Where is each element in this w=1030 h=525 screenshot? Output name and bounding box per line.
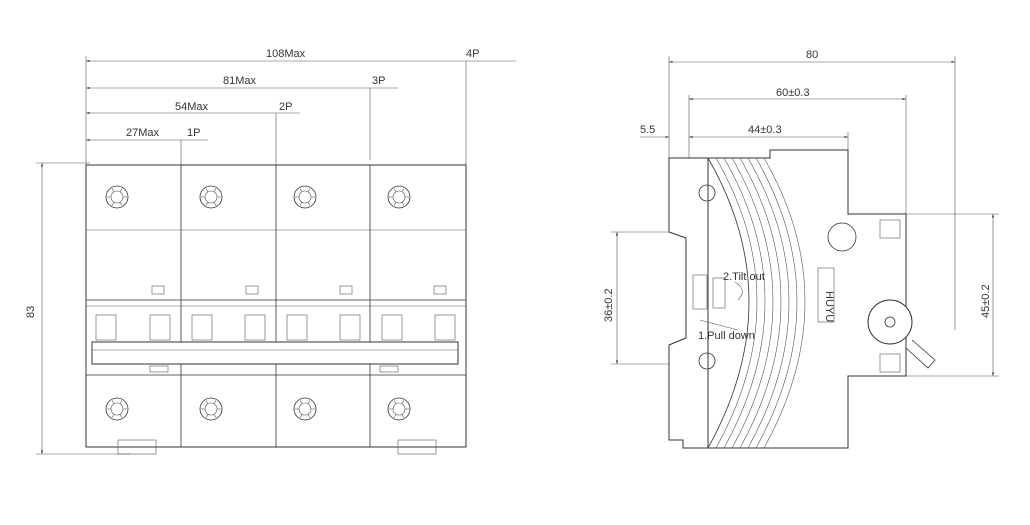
instruction-pull-down: 1.Pull down: [698, 330, 755, 342]
dim-5-5: 5.5: [640, 124, 655, 136]
side-view: 80 60±0.3 5.5 44±0.3 36±0.2 45±0.2: [603, 49, 999, 449]
dim-36: 36±0.2: [603, 288, 615, 322]
front-view: 108Max 4P 81Max 3P 54Max 2P 27Max 1P 83: [25, 48, 516, 455]
dim-3p-label: 3P: [372, 75, 385, 87]
dim-4p-label: 4P: [466, 48, 479, 60]
dim-80: 80: [806, 49, 818, 61]
front-dimension-lines: [36, 56, 516, 455]
terminal-screw-icon: [387, 185, 411, 209]
terminal-screw-icon: [387, 397, 411, 421]
dim-44: 44±0.3: [748, 124, 782, 136]
terminal-screw-icon: [199, 397, 223, 421]
dim-45: 45±0.2: [980, 284, 992, 318]
side-body: [668, 149, 936, 449]
dim-83: 83: [25, 306, 37, 318]
dim-108max: 108Max: [266, 48, 306, 60]
terminal-screw-icon: [105, 397, 129, 421]
dim-60: 60±0.3: [776, 87, 810, 99]
brand-label: HUYU: [823, 291, 835, 322]
terminal-screw-icon: [105, 185, 129, 209]
breaker-body: [85, 164, 467, 455]
dim-1p-label: 1P: [187, 127, 200, 139]
instruction-tilt-out: 2.Tilt out: [723, 271, 765, 283]
terminal-screw-icon: [199, 185, 223, 209]
dim-54max: 54Max: [175, 101, 209, 113]
dim-2p-label: 2P: [279, 101, 292, 113]
terminal-screws: [105, 185, 411, 421]
terminal-screw-icon: [293, 185, 317, 209]
terminal-screw-icon: [293, 397, 317, 421]
dim-27max: 27Max: [126, 127, 160, 139]
dim-81max: 81Max: [223, 75, 257, 87]
